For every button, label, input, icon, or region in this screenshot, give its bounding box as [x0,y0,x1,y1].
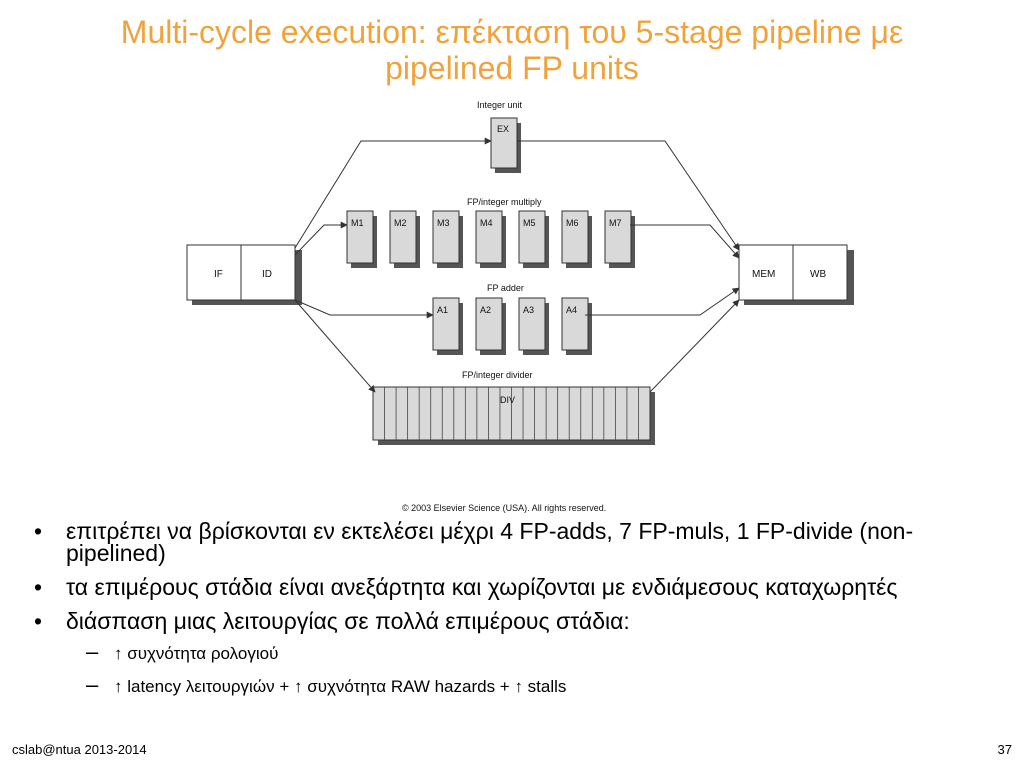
multiply-stage-label: M2 [394,218,407,228]
copyright-notice: © 2003 Elsevier Science (USA). All right… [402,503,606,513]
multiply-stage-label: M4 [480,218,493,228]
div-label: DIV [500,395,515,405]
bullet-item: • επιτρέπει να βρίσκονται εν εκτελέσει μέ… [34,518,994,566]
bullet-text: επιτρέπει να βρίσκονται εν εκτελέσει μέχ… [66,518,914,566]
integer-unit-label: Integer unit [477,100,523,110]
multiply-stage-m7: M7 [604,210,635,268]
sub-bullet-text: ↑ συχνότητα ρολογιού [114,644,279,663]
multiply-stages: M1 M2 M3 M4 M5 M6 M7 [346,210,635,268]
if-id-block: IF ID [186,244,302,305]
adder-stage-a1: A1 [432,297,463,355]
sub-bullet-item: –↑ συχνότητα ρολογιού [34,639,994,664]
adder-stage-label: A3 [523,305,534,315]
bullet-marker: • [34,518,43,544]
wb-label: WB [810,269,826,280]
adder-stage-label: A2 [480,305,491,315]
slide-title: Multi-cycle execution: επέκταση του 5-st… [0,14,1024,86]
bullet-marker: • [34,574,43,600]
multiply-label: FP/integer multiply [467,197,542,207]
slide-number: 37 [997,742,1012,757]
footer-credit: cslab@ntua 2013-2014 [12,742,147,757]
adder-stage-a3: A3 [518,297,549,355]
bullet-text: τα επιμέρους στάδια είναι ανεξάρτητα και… [66,574,898,600]
ex-stage: EX [490,117,521,173]
adder-stage-a4: A4 [561,297,592,355]
multiply-stage-label: M1 [351,218,364,228]
adder-stage-label: A4 [566,305,577,315]
bullet-text: διάσπαση μιας λειτουργίας σε πολλά επιμέ… [66,608,630,634]
sub-bullet-text: ↑ latency λειτουργιών + ↑ συχνότητα RAW … [114,677,567,696]
bullet-item: • τα επιμέρους στάδια είναι ανεξάρτητα κα… [34,574,994,600]
dash-marker: – [86,639,99,664]
multiply-stage-m1: M1 [346,210,377,268]
pipeline-arrows [294,137,740,393]
dash-marker: – [86,672,99,697]
divider-label: FP/integer divider [462,370,533,380]
sub-bullet-item: –↑ latency λειτουργιών + ↑ συχνότητα RAW… [34,672,994,697]
if-label: IF [214,269,223,280]
adder-label: FP adder [487,283,524,293]
multiply-stage-m6: M6 [561,210,592,268]
multiply-stage-label: M5 [523,218,536,228]
adder-stage-a2: A2 [475,297,506,355]
div-stage: DIV [372,386,655,445]
multiply-stage-m2: M2 [389,210,420,268]
multiply-stage-m5: M5 [518,210,549,268]
title-line-1: Multi-cycle execution: επέκταση του 5-st… [120,14,904,50]
multiply-stage-label: M7 [609,218,622,228]
pipeline-diagram: IF ID MEM WB Integer unit EX FP/integer … [186,100,854,513]
mem-wb-block: MEM WB [738,244,854,305]
title-line-2: pipelined FP units [385,50,639,86]
multiply-stage-m4: M4 [475,210,506,268]
bullet-marker: • [34,608,43,634]
bullet-list: • επιτρέπει να βρίσκονται εν εκτελέσει μέ… [34,520,994,710]
adder-stage-label: A1 [437,305,448,315]
adder-stages: A1 A2 A3 A4 [432,297,592,355]
mem-label: MEM [752,269,775,280]
multiply-stage-m3: M3 [432,210,463,268]
bullet-item: • διάσπαση μιας λειτουργίας σε πολλά επιμ… [34,608,994,634]
multiply-stage-label: M6 [566,218,579,228]
ex-label: EX [497,124,509,134]
multiply-stage-label: M3 [437,218,450,228]
id-label: ID [262,269,272,280]
